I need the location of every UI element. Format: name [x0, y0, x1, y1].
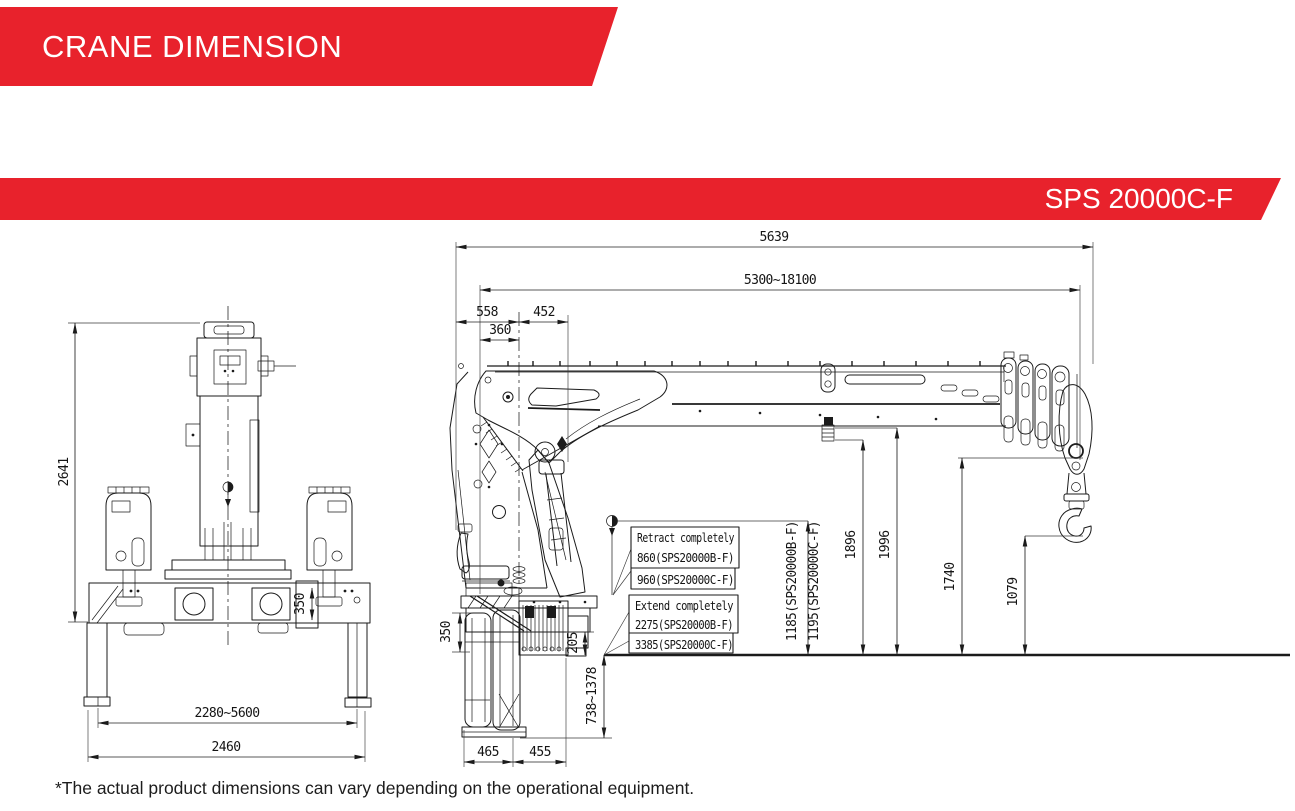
retract-value-c: 960(SPS20000C-F) [637, 572, 734, 587]
dim-stowed-height-b: 1185(SPS20000B-F) [785, 521, 800, 641]
header-banner: CRANE DIMENSION [0, 7, 618, 86]
dim-overall-length: 5639 [760, 230, 789, 245]
dim-boom-extension-range: 5300~18100 [744, 273, 816, 288]
dim-ground-clearance: 738~1378 [585, 667, 600, 725]
page-title: CRANE DIMENSION [42, 28, 343, 64]
retract-title: Retract completely [637, 530, 735, 545]
dim-rear-section: 452 [533, 305, 555, 320]
extend-title: Extend completely [635, 598, 734, 613]
model-banner: SPS 20000C-F [0, 178, 1281, 220]
front-view-drawing [83, 306, 372, 708]
dim-hook-height: 1079 [1006, 578, 1021, 607]
callout-retract: Retract completely 860(SPS20000B-F) 960(… [630, 526, 740, 590]
extend-value-b: 2275(SPS20000B-F) [635, 617, 733, 632]
hook-block [1058, 374, 1093, 543]
dim-overall-height: 2641 [57, 458, 72, 487]
center-marker-front [222, 481, 234, 507]
dim-column-offset: 360 [489, 323, 511, 338]
operator-seat [456, 523, 532, 632]
dim-base-width-front: 465 [477, 745, 499, 760]
dim-front-section: 558 [476, 305, 498, 320]
footnote-text: *The actual product dimensions can vary … [55, 778, 695, 798]
model-label: SPS 20000C-F [1044, 183, 1233, 214]
dim-base-width-rear: 455 [529, 745, 551, 760]
dim-frame-height: 350 [293, 593, 308, 615]
boom-rest-bracket [821, 417, 835, 442]
retract-value-b: 860(SPS20000B-F) [637, 550, 734, 565]
dim-mount-height: 350 [439, 621, 454, 643]
hook-icon [1058, 507, 1092, 543]
callout-extend: Extend completely 2275(SPS20000B-F) 3385… [628, 594, 739, 654]
folded-extension-sections [1000, 351, 1070, 452]
side-view-dimensions: 5639 5300~18100 558 452 360 1185(SPS2000… [439, 230, 1094, 767]
dim-boom-bottom-height: 1996 [878, 531, 893, 560]
front-view-dimensions: 2641 350 2280~5600 2460 [57, 322, 366, 762]
dim-frame-clearance: 205 [566, 632, 581, 654]
extend-value-c: 3385(SPS20000C-F) [635, 637, 733, 652]
dim-stowed-height-c: 1195(SPS20000C-F) [807, 521, 822, 641]
dim-chassis-width: 2460 [212, 740, 241, 755]
dim-tip-height: 1740 [943, 563, 958, 592]
dim-outrigger-span: 2280~5600 [194, 706, 259, 721]
dim-boom-rest-height: 1896 [844, 531, 859, 560]
pivot-marker-side [606, 515, 618, 595]
side-view-drawing [449, 312, 1290, 738]
